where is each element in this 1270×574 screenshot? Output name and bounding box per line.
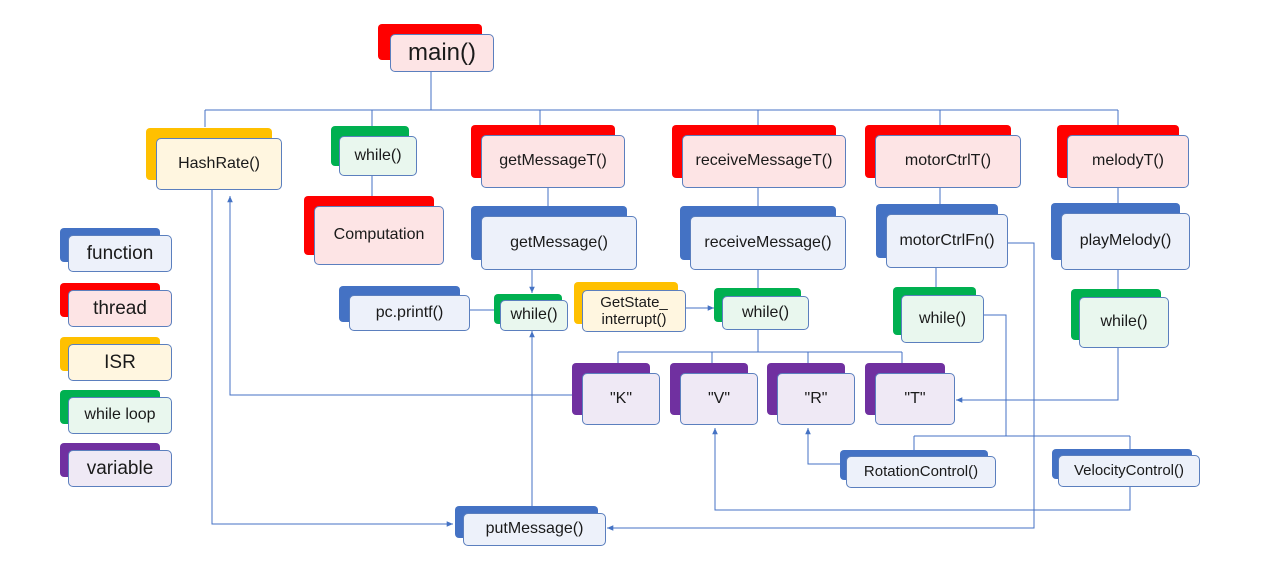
velocitycontrol-label: VelocityControl() [1058,455,1200,487]
getmessage-function-node: getMessage() [471,206,637,270]
receivemessage-label: receiveMessage() [690,216,846,270]
melody-while-node: while() [1071,289,1169,348]
legend-while-loop: while loop [60,390,172,434]
receivemessaget-label: receiveMessageT() [682,135,846,188]
getmessage-while-label: while() [500,300,568,331]
rotationcontrol-function-node: RotationControl() [840,450,996,488]
receivemessage-function-node: receiveMessage() [680,206,846,270]
rotation-to-r-line [805,428,840,465]
motorctrl-while-node: while() [893,287,984,343]
variable-v-node: "V" [670,363,758,425]
pcprintf-function-node: pc.printf() [339,286,470,331]
legend-isr: ISR [60,337,172,381]
playmelody-function-node: playMelody() [1051,203,1190,270]
variable-k-label: "K" [582,373,660,425]
computation-while-node: while() [331,126,417,176]
computation-while-label: while() [339,136,417,176]
legend-function-label: function [68,235,172,272]
getstate-interrupt-label: GetState_ interrupt() [582,290,686,332]
putmessage-function-node: putMessage() [455,506,606,546]
receivemessage-while-node: while() [714,288,809,330]
putmessage-label: putMessage() [463,513,606,546]
legend-thread: thread [60,283,172,327]
motor-while-right-line [984,314,1007,436]
legend-variable-label: variable [68,450,172,487]
variable-r-node: "R" [767,363,855,425]
playmelody-label: playMelody() [1061,213,1190,270]
hashrate-isr-node: HashRate() [146,128,282,190]
motorctrlt-thread-node: motorCtrlT() [865,125,1021,188]
melodyt-thread-node: melodyT() [1057,125,1189,188]
motorctrl-while-label: while() [901,295,984,343]
motorctrlfn-label: motorCtrlFn() [886,214,1008,268]
getmessage-label: getMessage() [481,216,637,270]
legend-while-loop-label: while loop [68,397,172,434]
getmessaget-label: getMessageT() [481,135,625,188]
legend-variable: variable [60,443,172,487]
receivemessage-while-label: while() [722,296,809,330]
getmessaget-thread-node: getMessageT() [471,125,625,188]
variable-r-label: "R" [777,373,855,425]
melody-to-t-line [956,348,1119,403]
main-thread-label: main() [390,34,494,72]
getstate-interrupt-isr-node: GetState_ interrupt() [574,282,686,332]
computation-thread-node: Computation [304,196,444,265]
computation-label: Computation [314,206,444,265]
melodyt-label: melodyT() [1067,135,1189,188]
variable-k-node: "K" [572,363,660,425]
legend-function: function [60,228,172,272]
getmessage-while-node: while() [494,294,568,331]
rotationcontrol-label: RotationControl() [846,456,996,488]
main-thread-node: main() [378,24,494,72]
receivemessaget-thread-node: receiveMessageT() [672,125,846,188]
pcprintf-label: pc.printf() [349,295,470,331]
velocitycontrol-function-node: VelocityControl() [1052,449,1200,487]
variable-v-label: "V" [680,373,758,425]
legend-isr-label: ISR [68,344,172,381]
variable-t-label: "T" [875,373,955,425]
hashrate-label: HashRate() [156,138,282,190]
melody-while-label: while() [1079,297,1169,348]
motorctrlt-label: motorCtrlT() [875,135,1021,188]
variable-t-node: "T" [865,363,955,425]
legend-thread-label: thread [68,290,172,327]
motorctrlfn-function-node: motorCtrlFn() [876,204,1008,268]
